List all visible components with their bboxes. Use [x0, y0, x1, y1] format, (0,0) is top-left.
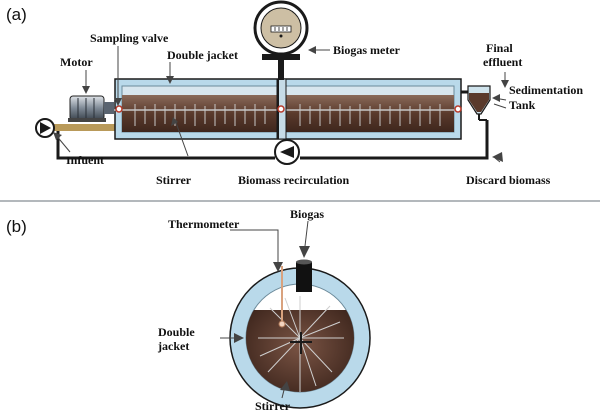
cross-section-stirrer [258, 296, 344, 392]
label-sampling-valve: Sampling valve [90, 31, 169, 45]
infuent-pump-icon [35, 118, 55, 138]
panel-a-tag: (a) [6, 5, 27, 24]
label-stirrer-b: Stirrer [255, 399, 291, 413]
thermometer-icon [278, 266, 286, 328]
biogas-meter-icon [253, 0, 309, 80]
label-biomass-recirculation: Biomass recirculation [238, 173, 350, 187]
label-biogas-meter: Biogas meter [333, 43, 401, 57]
infuent-pipe [40, 124, 122, 131]
sedimentation-tank-icon [467, 85, 491, 121]
label-infuent: Infuent [66, 153, 104, 167]
reactor-sludge [122, 95, 454, 132]
panel-b-tag: (b) [6, 217, 27, 236]
label-double-jacket-b-2: jacket [157, 339, 189, 353]
label-sedimentation: Sedimentation [509, 83, 583, 97]
label-tank: Tank [509, 98, 536, 112]
sampling-valve-icon [115, 105, 462, 113]
label-biogas: Biogas [290, 207, 324, 221]
label-motor: Motor [60, 55, 93, 69]
motor-icon [68, 95, 114, 122]
label-thermometer: Thermometer [168, 217, 240, 231]
recirculation-pump-icon [274, 139, 300, 165]
label-final-effluent-2: effluent [483, 55, 522, 69]
biogas-outlet-icon [296, 259, 312, 292]
stirrer-hub-icon [290, 332, 312, 354]
label-discard-biomass: Discard biomass [466, 173, 551, 187]
label-double-jacket: Double jacket [167, 48, 238, 62]
label-double-jacket-b-1: Double [158, 325, 195, 339]
label-stirrer-a: Stirrer [156, 173, 192, 187]
arrowheads-a [53, 46, 509, 162]
arrowheads-b [234, 246, 310, 391]
label-final-effluent-1: Final [486, 41, 513, 55]
